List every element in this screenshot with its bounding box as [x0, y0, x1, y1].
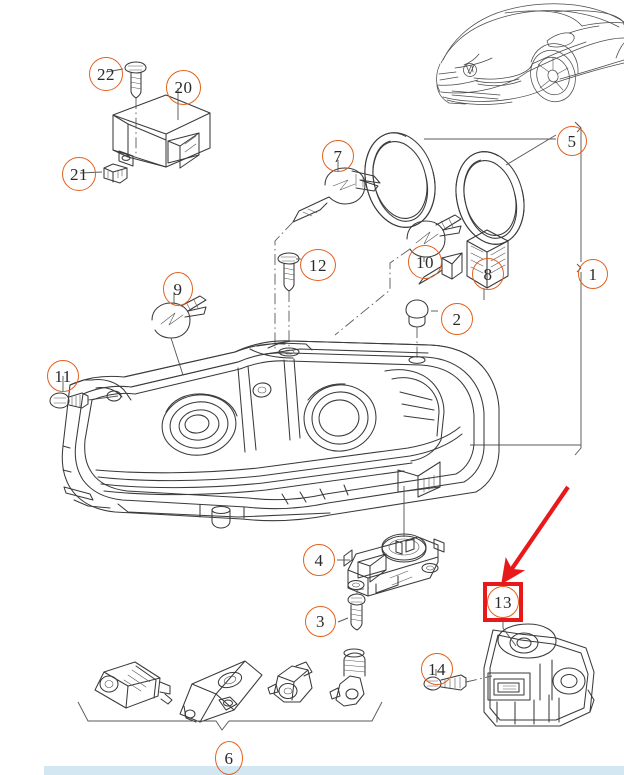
callout-label: 5 — [567, 131, 577, 151]
callout-14[interactable]: 14 — [421, 653, 453, 685]
callout-label: 8 — [483, 264, 493, 284]
callout-20[interactable]: 20 — [166, 70, 201, 105]
callout-label: 21 — [70, 164, 88, 184]
ballast-screw-part — [337, 587, 370, 631]
retaining-clip-part — [103, 163, 128, 184]
callout-label: 22 — [97, 64, 115, 84]
control-module-group — [79, 61, 211, 184]
sealing-rings-group — [364, 132, 557, 245]
vehicle-illustration — [436, 3, 624, 105]
callout-label: 11 — [54, 366, 72, 386]
callout-label: 4 — [314, 550, 324, 570]
callout-2[interactable]: 2 — [441, 303, 473, 335]
callout-13-highlight-box — [483, 582, 523, 622]
callout-8[interactable]: 8 — [472, 258, 504, 290]
callout-label: 6 — [224, 748, 234, 768]
callout-21[interactable]: 21 — [62, 157, 96, 191]
callout-11[interactable]: 11 — [47, 360, 79, 392]
callout-label: 2 — [452, 309, 462, 329]
callout-label: 10 — [416, 252, 434, 272]
callout-label: 14 — [428, 659, 446, 679]
callout-6[interactable]: 6 — [215, 741, 243, 775]
top-mounting-screw-part — [277, 252, 301, 351]
callout-12[interactable]: 12 — [300, 249, 336, 281]
callout-3[interactable]: 3 — [305, 606, 336, 637]
callout-5[interactable]: 5 — [557, 126, 587, 156]
ballast-unit-part — [337, 486, 445, 597]
callout-7[interactable]: 7 — [322, 140, 354, 172]
callout-label: 9 — [173, 279, 183, 299]
callout-label: 7 — [333, 146, 343, 166]
halogen-bulb-part — [274, 160, 381, 352]
headlight-assembly — [61, 340, 500, 529]
callout-label: 3 — [316, 612, 325, 631]
module-screw-part — [124, 61, 147, 99]
callout-10[interactable]: 10 — [408, 245, 442, 279]
highlight-arrow — [501, 485, 570, 585]
callout-9[interactable]: 9 — [163, 272, 193, 306]
callout-1[interactable]: 1 — [578, 259, 608, 289]
cap-cover-part — [405, 299, 438, 358]
bottom-accent-bar — [44, 766, 624, 775]
mounting-bracket-part — [423, 618, 595, 727]
callout-label: 12 — [309, 255, 327, 275]
turn-signal-bulb-part — [151, 292, 207, 376]
callout-label: 20 — [174, 78, 193, 97]
repair-kit-group — [77, 648, 383, 731]
callout-13[interactable]: 13 — [487, 586, 519, 618]
callout-22[interactable]: 22 — [89, 57, 123, 91]
callout-label: 1 — [588, 264, 598, 284]
callout-label: 13 — [494, 592, 512, 612]
callout-4[interactable]: 4 — [303, 544, 335, 576]
